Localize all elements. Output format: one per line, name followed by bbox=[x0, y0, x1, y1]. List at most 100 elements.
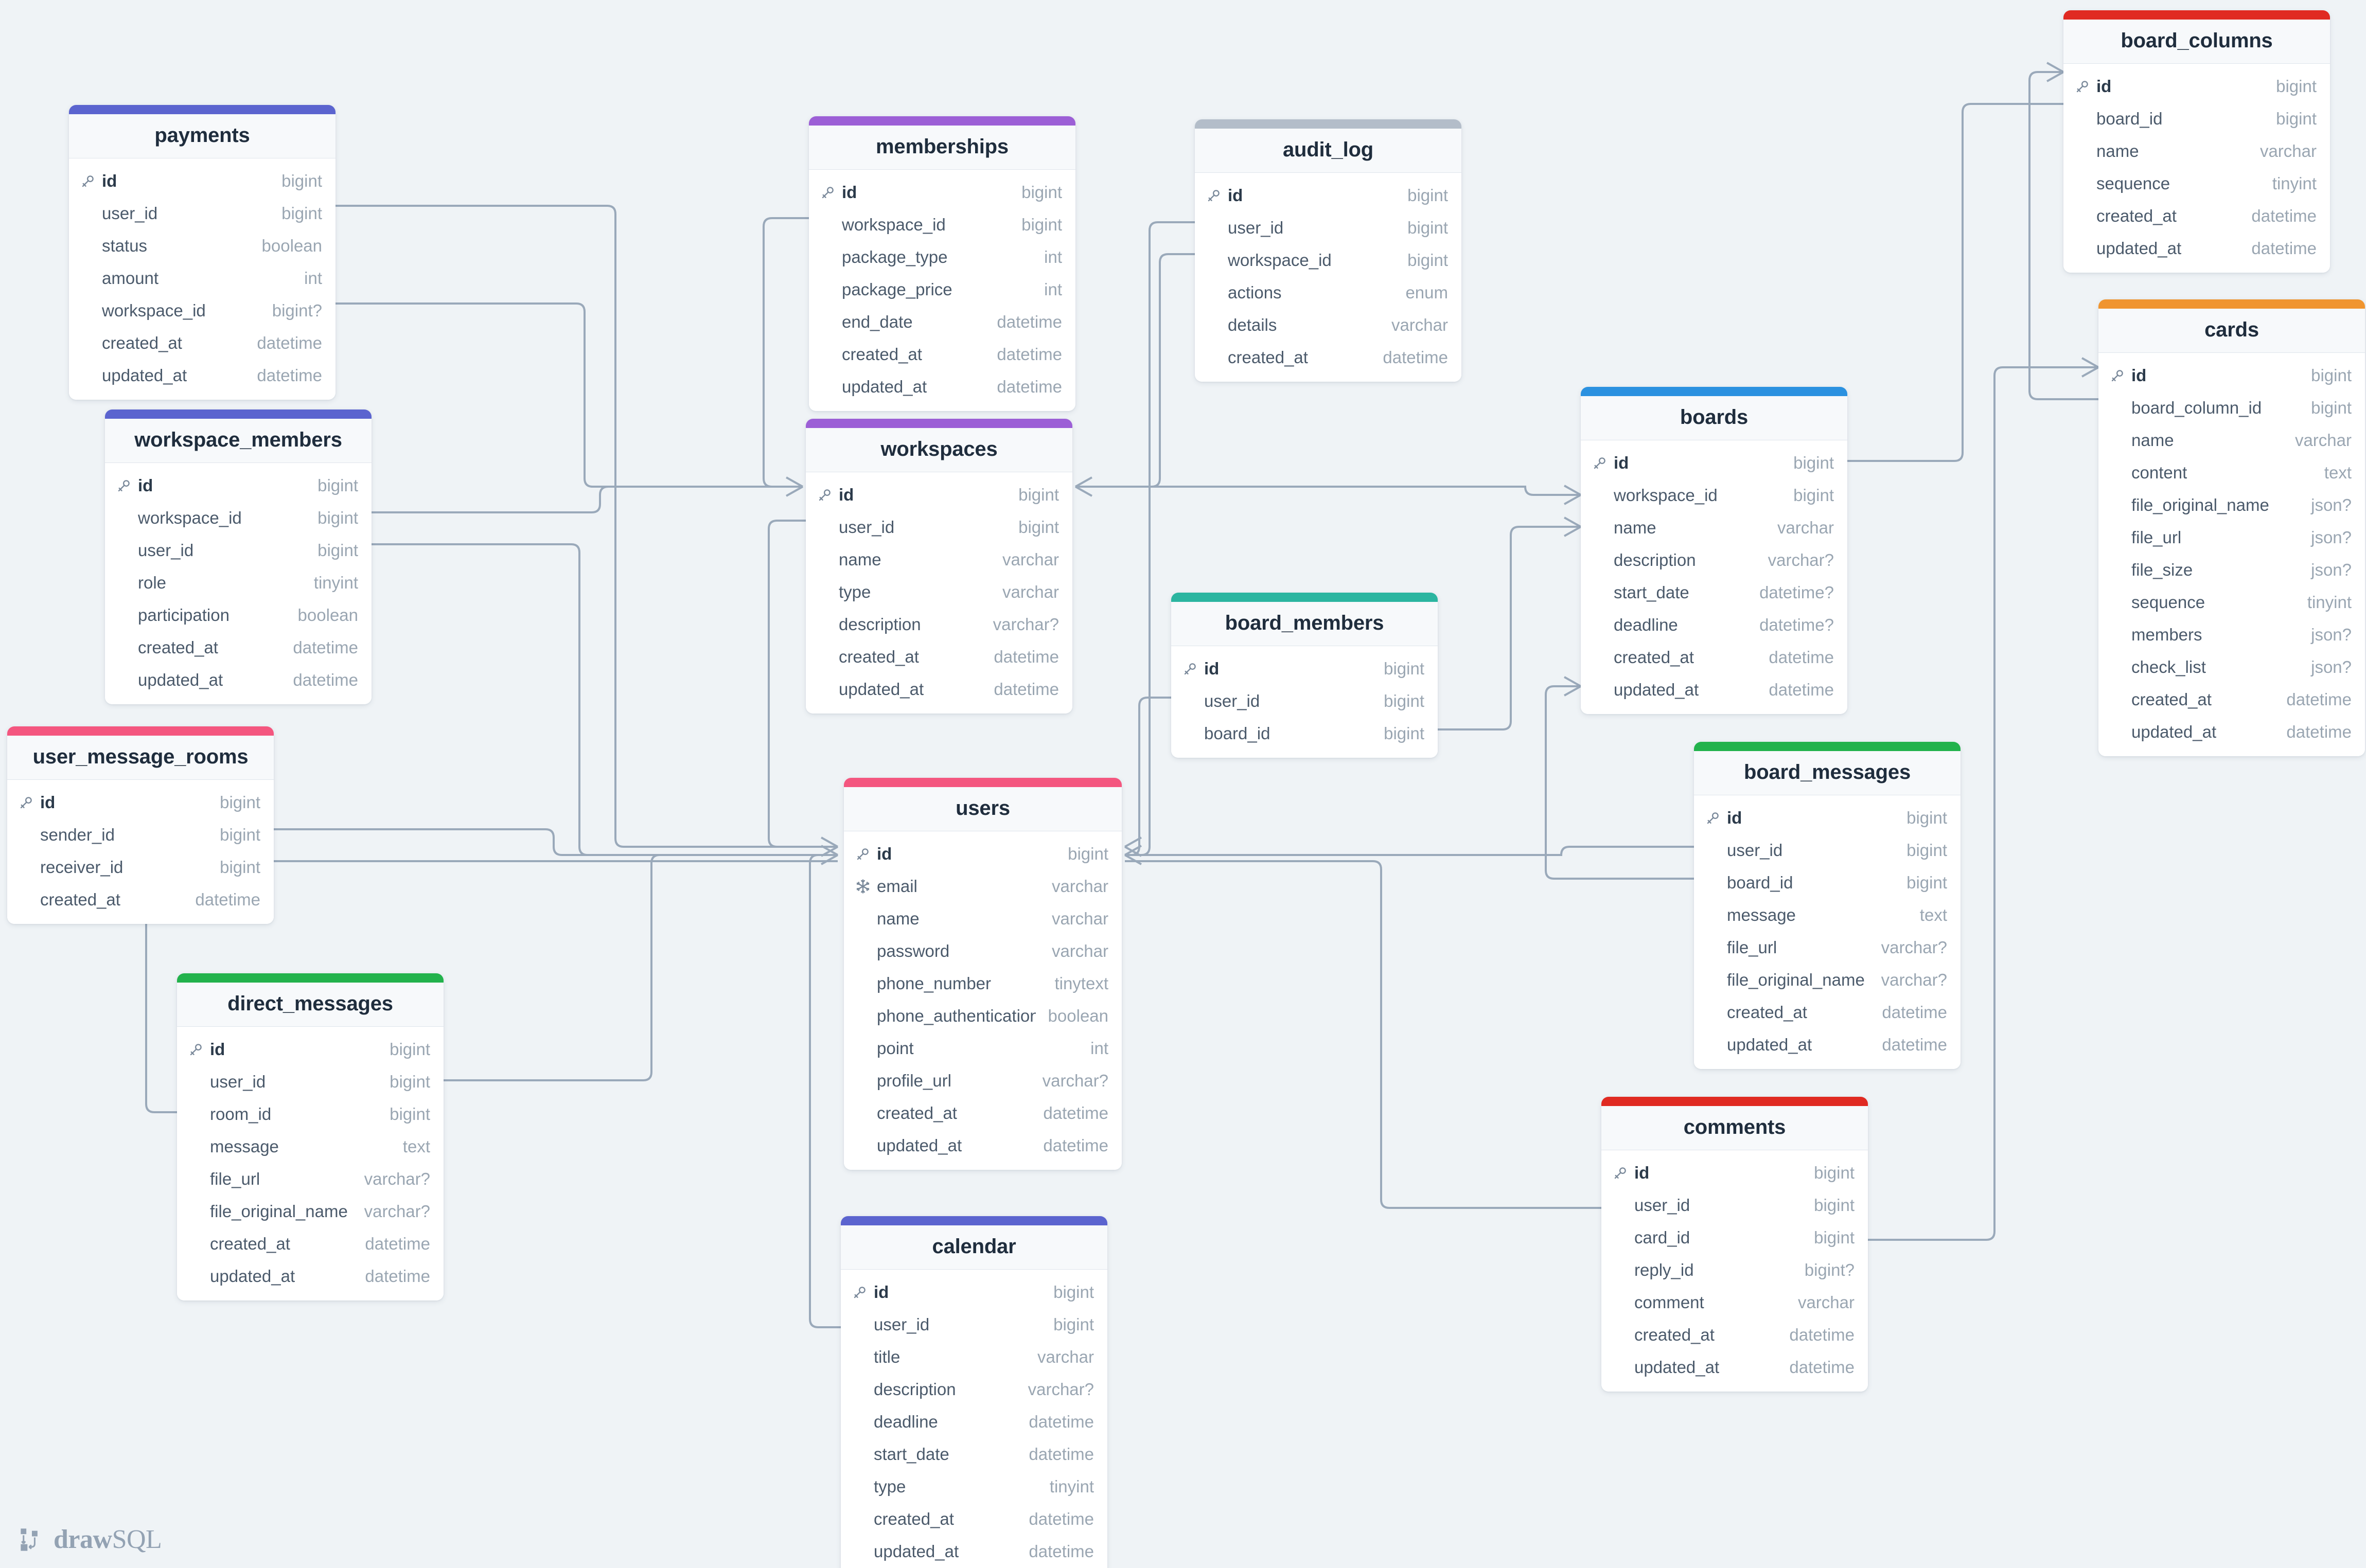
table-row[interactable]: typetinyint bbox=[841, 1470, 1107, 1503]
table-row[interactable]: commentvarchar bbox=[1601, 1286, 1868, 1318]
table-cards[interactable]: cardsidbigintboard_column_idbigintnameva… bbox=[2098, 299, 2365, 756]
table-row[interactable]: file_original_namejson? bbox=[2098, 489, 2365, 521]
table-row[interactable]: pointint bbox=[844, 1032, 1122, 1064]
table-row[interactable]: board_idbigint bbox=[1694, 866, 1961, 899]
table-row[interactable]: board_idbigint bbox=[1171, 717, 1438, 750]
table-row[interactable]: workspace_idbigint bbox=[809, 208, 1075, 241]
table-row[interactable]: created_atdatetime bbox=[177, 1227, 444, 1260]
table-row[interactable]: updated_atdatetime bbox=[2063, 232, 2330, 264]
table-row[interactable]: idbigint bbox=[806, 478, 1072, 511]
table-board_members[interactable]: board_membersidbigintuser_idbigintboard_… bbox=[1171, 593, 1438, 758]
table-row[interactable]: updated_atdatetime bbox=[841, 1535, 1107, 1567]
table-row[interactable]: sequencetinyint bbox=[2098, 586, 2365, 618]
table-users[interactable]: usersidbigintemailvarcharnamevarcharpass… bbox=[844, 778, 1122, 1170]
table-row[interactable]: user_idbigint bbox=[1171, 685, 1438, 717]
table-row[interactable]: updated_atdatetime bbox=[69, 359, 336, 391]
table-row[interactable]: created_atdatetime bbox=[2098, 683, 2365, 716]
table-row[interactable]: titlevarchar bbox=[841, 1341, 1107, 1373]
table-row[interactable]: deadlinedatetime? bbox=[1581, 609, 1847, 641]
table-row[interactable]: updated_atdatetime bbox=[1601, 1351, 1868, 1383]
table-row[interactable]: phone_authenticationboolean bbox=[844, 1000, 1122, 1032]
table-row[interactable]: created_atdatetime bbox=[1581, 641, 1847, 673]
table-row[interactable]: file_original_namevarchar? bbox=[1694, 964, 1961, 996]
table-row[interactable]: updated_atdatetime bbox=[105, 664, 372, 696]
table-row[interactable]: created_atdatetime bbox=[1694, 996, 1961, 1028]
table-row[interactable]: emailvarchar bbox=[844, 870, 1122, 902]
table-row[interactable]: membersjson? bbox=[2098, 618, 2365, 651]
table-row[interactable]: user_idbigint bbox=[69, 197, 336, 229]
table-row[interactable]: namevarchar bbox=[2063, 135, 2330, 167]
table-row[interactable]: user_idbigint bbox=[1694, 834, 1961, 866]
table-row[interactable]: messagetext bbox=[1694, 899, 1961, 931]
table-row[interactable]: idbigint bbox=[2063, 70, 2330, 102]
table-row[interactable]: statusboolean bbox=[69, 229, 336, 262]
table-row[interactable]: receiver_idbigint bbox=[7, 851, 274, 883]
table-row[interactable]: user_idbigint bbox=[806, 511, 1072, 543]
table-row[interactable]: workspace_idbigint bbox=[1581, 479, 1847, 511]
table-row[interactable]: idbigint bbox=[1581, 447, 1847, 479]
table-row[interactable]: messagetext bbox=[177, 1130, 444, 1163]
table-row[interactable]: actionsenum bbox=[1195, 276, 1461, 309]
table-row[interactable]: updated_atdatetime bbox=[2098, 716, 2365, 748]
table-row[interactable]: end_datedatetime bbox=[809, 306, 1075, 338]
table-audit_log[interactable]: audit_logidbigintuser_idbigintworkspace_… bbox=[1195, 119, 1461, 382]
table-row[interactable]: user_idbigint bbox=[841, 1308, 1107, 1341]
table-row[interactable]: descriptionvarchar? bbox=[1581, 544, 1847, 576]
table-row[interactable]: roletinyint bbox=[105, 566, 372, 599]
table-row[interactable]: idbigint bbox=[105, 469, 372, 502]
table-row[interactable]: user_idbigint bbox=[177, 1065, 444, 1098]
table-row[interactable]: reply_idbigint? bbox=[1601, 1254, 1868, 1286]
table-row[interactable]: namevarchar bbox=[2098, 424, 2365, 456]
table-comments[interactable]: commentsidbigintuser_idbigintcard_idbigi… bbox=[1601, 1097, 1868, 1392]
table-row[interactable]: board_idbigint bbox=[2063, 102, 2330, 135]
table-row[interactable]: user_idbigint bbox=[105, 534, 372, 566]
table-payments[interactable]: paymentsidbigintuser_idbigintstatusboole… bbox=[69, 105, 336, 400]
table-row[interactable]: created_atdatetime bbox=[809, 338, 1075, 370]
table-user_message_rooms[interactable]: user_message_roomsidbigintsender_idbigin… bbox=[7, 726, 274, 924]
table-workspace_members[interactable]: workspace_membersidbigintworkspace_idbig… bbox=[105, 409, 372, 704]
table-row[interactable]: created_atdatetime bbox=[1195, 341, 1461, 373]
table-row[interactable]: updated_atdatetime bbox=[1694, 1028, 1961, 1061]
table-row[interactable]: workspace_idbigint bbox=[105, 502, 372, 534]
table-row[interactable]: file_urlvarchar? bbox=[177, 1163, 444, 1195]
table-row[interactable]: room_idbigint bbox=[177, 1098, 444, 1130]
table-row[interactable]: amountint bbox=[69, 262, 336, 294]
table-board_columns[interactable]: board_columnsidbigintboard_idbigintnamev… bbox=[2063, 10, 2330, 273]
table-row[interactable]: phone_numbertinytext bbox=[844, 967, 1122, 1000]
table-row[interactable]: sequencetinyint bbox=[2063, 167, 2330, 200]
table-row[interactable]: start_datedatetime bbox=[841, 1438, 1107, 1470]
table-row[interactable]: created_atdatetime bbox=[105, 631, 372, 664]
table-row[interactable]: descriptionvarchar? bbox=[806, 608, 1072, 640]
table-row[interactable]: idbigint bbox=[69, 165, 336, 197]
table-row[interactable]: package_typeint bbox=[809, 241, 1075, 273]
table-row[interactable]: workspace_idbigint bbox=[1195, 244, 1461, 276]
table-direct_messages[interactable]: direct_messagesidbigintuser_idbigintroom… bbox=[177, 973, 444, 1300]
table-row[interactable]: passwordvarchar bbox=[844, 935, 1122, 967]
table-memberships[interactable]: membershipsidbigintworkspace_idbigintpac… bbox=[809, 116, 1075, 411]
table-row[interactable]: idbigint bbox=[809, 176, 1075, 208]
table-row[interactable]: user_idbigint bbox=[1195, 211, 1461, 244]
table-row[interactable]: participationboolean bbox=[105, 599, 372, 631]
table-row[interactable]: namevarchar bbox=[1581, 511, 1847, 544]
table-row[interactable]: idbigint bbox=[177, 1033, 444, 1065]
table-row[interactable]: updated_atdatetime bbox=[1581, 673, 1847, 706]
table-row[interactable]: check_listjson? bbox=[2098, 651, 2365, 683]
table-row[interactable]: namevarchar bbox=[844, 902, 1122, 935]
table-workspaces[interactable]: workspacesidbigintuser_idbigintnamevarch… bbox=[806, 419, 1072, 714]
table-row[interactable]: deadlinedatetime bbox=[841, 1405, 1107, 1438]
table-row[interactable]: updated_atdatetime bbox=[177, 1260, 444, 1292]
table-row[interactable]: idbigint bbox=[7, 786, 274, 818]
table-row[interactable]: board_column_idbigint bbox=[2098, 391, 2365, 424]
table-row[interactable]: idbigint bbox=[841, 1276, 1107, 1308]
table-row[interactable]: updated_atdatetime bbox=[844, 1129, 1122, 1162]
table-row[interactable]: updated_atdatetime bbox=[806, 673, 1072, 705]
table-row[interactable]: sender_idbigint bbox=[7, 818, 274, 851]
table-row[interactable]: typevarchar bbox=[806, 576, 1072, 608]
table-row[interactable]: namevarchar bbox=[806, 543, 1072, 576]
table-row[interactable]: package_priceint bbox=[809, 273, 1075, 306]
table-row[interactable]: idbigint bbox=[2098, 359, 2365, 391]
table-row[interactable]: contenttext bbox=[2098, 456, 2365, 489]
table-boards[interactable]: boardsidbigintworkspace_idbigintnamevarc… bbox=[1581, 387, 1847, 714]
table-row[interactable]: start_datedatetime? bbox=[1581, 576, 1847, 609]
table-row[interactable]: created_atdatetime bbox=[1601, 1318, 1868, 1351]
